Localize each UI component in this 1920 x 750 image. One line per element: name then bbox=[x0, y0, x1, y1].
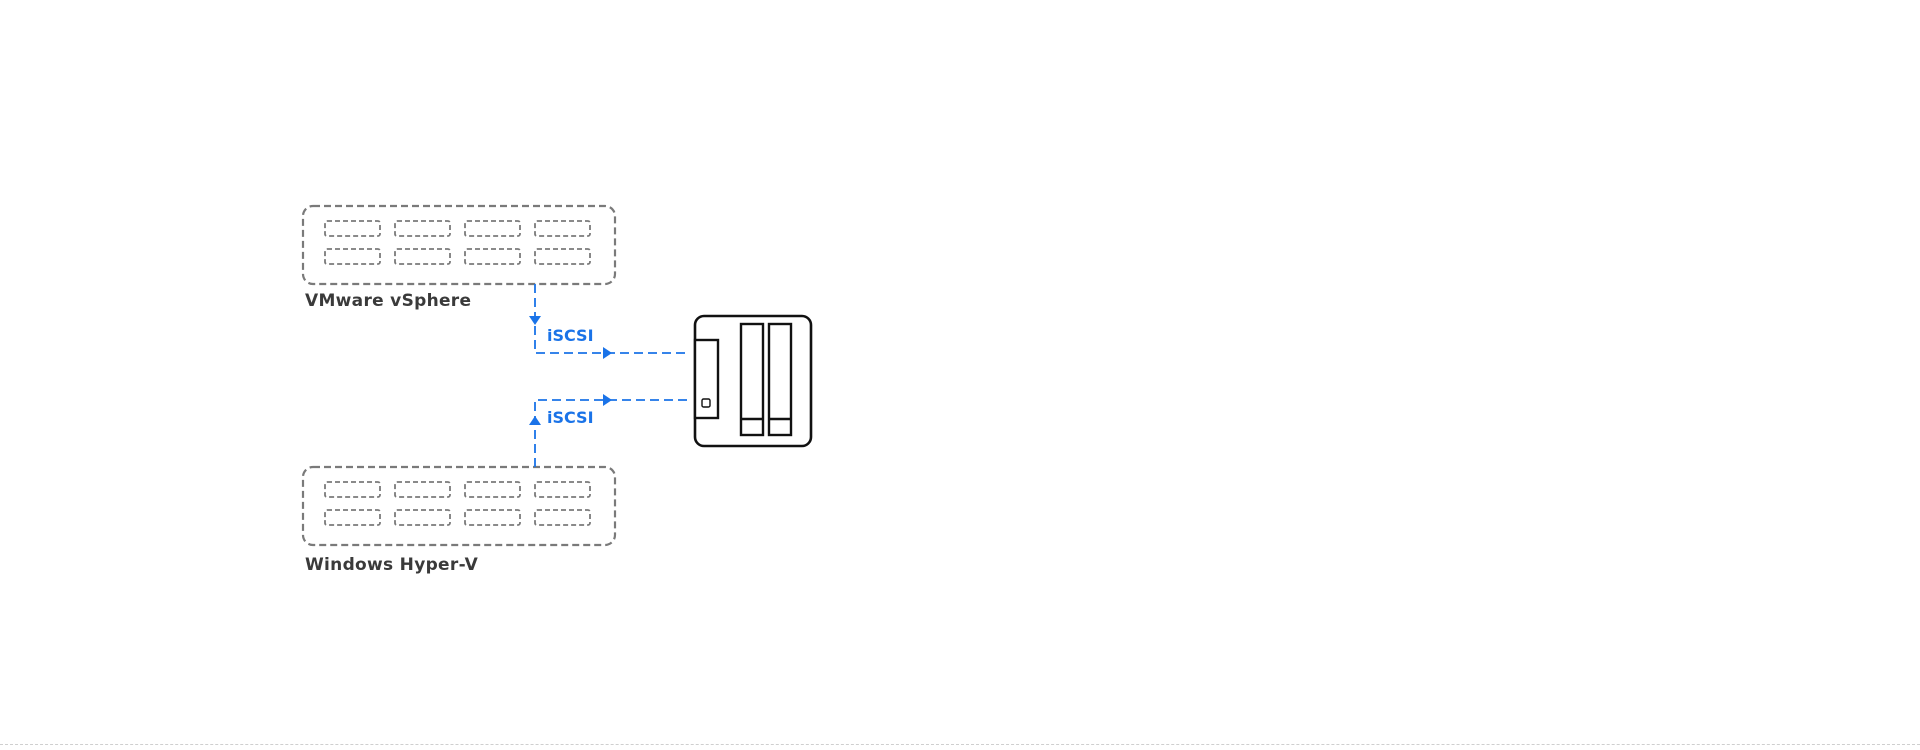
host-vsphere-slot-1 bbox=[324, 220, 381, 237]
host-vsphere-slot-4 bbox=[534, 220, 591, 237]
protocol-label-1: iSCSI bbox=[547, 326, 594, 345]
nas-icon[interactable] bbox=[693, 314, 813, 448]
host-vsphere-slot-3 bbox=[464, 220, 521, 237]
host-vsphere-slot-5 bbox=[324, 248, 381, 265]
host-vsphere-slots bbox=[324, 220, 591, 265]
host-hyperv-slot-8 bbox=[534, 509, 591, 526]
nas-drive-bay-2 bbox=[767, 322, 793, 437]
host-label-vsphere: VMware vSphere bbox=[305, 291, 472, 311]
bottom-divider bbox=[0, 744, 1920, 745]
host-label-hyperv: Windows Hyper-V bbox=[305, 555, 479, 575]
host-hyperv-slots bbox=[324, 481, 591, 526]
host-vsphere[interactable] bbox=[301, 204, 617, 286]
host-vsphere-slot-2 bbox=[394, 220, 451, 237]
link-hyperv-path bbox=[534, 399, 688, 467]
arrow-up-icon bbox=[529, 416, 541, 425]
host-vsphere-slot-8 bbox=[534, 248, 591, 265]
host-hyperv-slot-6 bbox=[394, 509, 451, 526]
host-hyperv[interactable] bbox=[301, 465, 617, 547]
link-vsphere-nas bbox=[529, 284, 688, 359]
nas-drive-bay-1 bbox=[739, 322, 765, 437]
link-vsphere-path bbox=[534, 284, 688, 354]
host-hyperv-slot-3 bbox=[464, 481, 521, 498]
host-hyperv-slot-7 bbox=[464, 509, 521, 526]
host-vsphere-slot-6 bbox=[394, 248, 451, 265]
arrow-down-icon bbox=[529, 316, 541, 325]
host-hyperv-slot-2 bbox=[394, 481, 451, 498]
host-vsphere-frame bbox=[301, 204, 617, 286]
host-hyperv-slot-1 bbox=[324, 481, 381, 498]
nas-power-button-icon bbox=[701, 398, 711, 408]
host-hyperv-frame bbox=[301, 465, 617, 547]
link-hyperv-nas bbox=[529, 394, 688, 467]
host-vsphere-slot-7 bbox=[464, 248, 521, 265]
host-hyperv-slot-4 bbox=[534, 481, 591, 498]
arrow-right-icon bbox=[603, 347, 612, 359]
arrow-right-icon bbox=[603, 394, 612, 406]
nas-front-panel bbox=[693, 338, 720, 420]
protocol-label-2: iSCSI bbox=[547, 408, 594, 427]
host-hyperv-slot-5 bbox=[324, 509, 381, 526]
